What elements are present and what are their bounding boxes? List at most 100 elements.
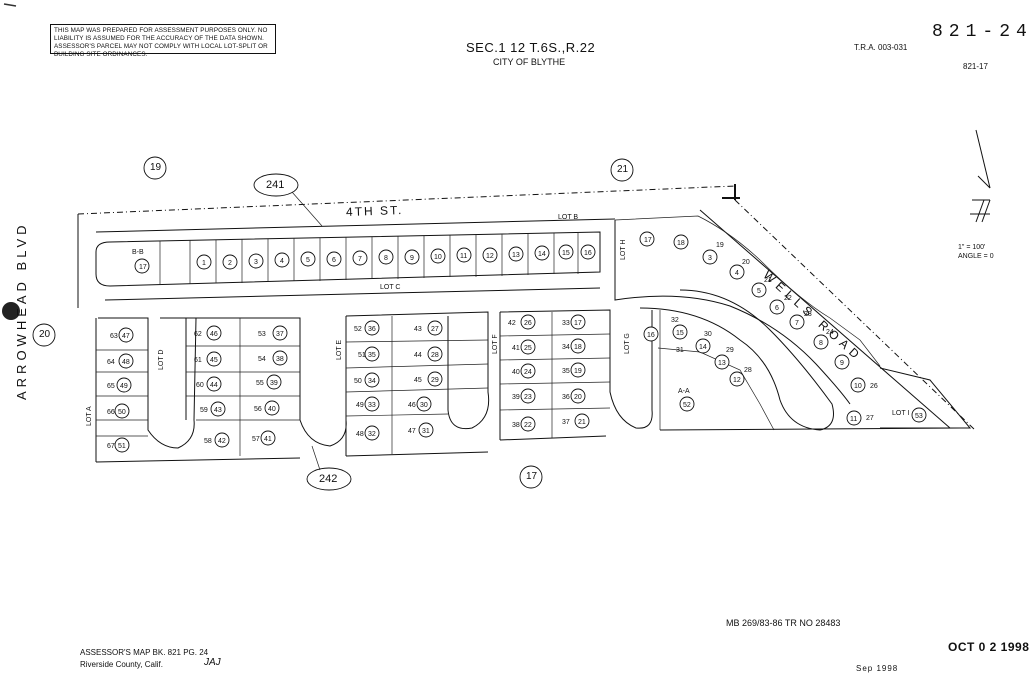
svg-text:17: 17: [139, 264, 147, 271]
map-book-reference: MB 269/83-86 TR NO 28483: [726, 618, 841, 628]
svg-text:51: 51: [358, 352, 366, 359]
north-lots: 17 1 2 3 4 5 6 7 8 9 10 11 12 13 14 15 1…: [134, 244, 596, 274]
svg-text:8: 8: [384, 255, 388, 262]
svg-text:42: 42: [508, 320, 516, 327]
svg-text:21: 21: [764, 277, 772, 284]
fourth-st-centerline: [77, 185, 736, 215]
svg-text:47: 47: [122, 333, 130, 340]
svg-text:29: 29: [431, 377, 439, 384]
svg-text:28: 28: [431, 352, 439, 359]
svg-text:64: 64: [107, 359, 115, 366]
wells-road-centerline: [734, 199, 976, 431]
svg-text:19: 19: [574, 368, 582, 375]
svg-text:67: 67: [107, 443, 115, 450]
label-lot-g: LOT G: [624, 333, 631, 354]
svg-text:23: 23: [804, 311, 812, 318]
date-stamp: OCT 0 2 1998: [948, 640, 1030, 654]
svg-text:40: 40: [268, 406, 276, 413]
svg-text:55: 55: [256, 380, 264, 387]
ref-map-number: 821-17: [963, 62, 988, 71]
svg-text:3: 3: [254, 259, 258, 266]
label-aa: A-A: [678, 388, 690, 395]
svg-text:11: 11: [460, 253, 467, 260]
svg-text:19: 19: [716, 242, 724, 249]
svg-text:12: 12: [486, 253, 494, 260]
svg-text:6: 6: [332, 257, 336, 264]
svg-text:41: 41: [512, 345, 520, 352]
svg-text:46: 46: [210, 331, 218, 338]
svg-text:45: 45: [210, 357, 218, 364]
svg-text:37: 37: [562, 419, 570, 426]
svg-text:41: 41: [264, 436, 272, 443]
svg-text:12: 12: [733, 377, 741, 384]
label-bb: B-B: [132, 249, 144, 256]
svg-text:10: 10: [434, 254, 442, 261]
svg-text:50: 50: [354, 378, 362, 385]
svg-text:26: 26: [524, 320, 532, 327]
svg-text:44: 44: [210, 382, 218, 389]
svg-text:62: 62: [194, 331, 202, 338]
svg-text:53: 53: [915, 413, 923, 420]
svg-text:59: 59: [200, 407, 208, 414]
label-lot-a: LOT A: [86, 406, 93, 426]
revision-date: Sep 1998: [856, 664, 899, 673]
city-name: CITY OF BLYTHE: [493, 57, 566, 67]
svg-text:16: 16: [647, 332, 655, 339]
svg-text:42: 42: [218, 438, 226, 445]
svg-text:4: 4: [735, 270, 739, 277]
north-block-outline: [95, 231, 601, 301]
svg-text:56: 56: [254, 406, 262, 413]
svg-text:27: 27: [866, 415, 874, 422]
ref-page-19: 19: [150, 162, 162, 173]
svg-text:34: 34: [368, 378, 376, 385]
svg-text:5: 5: [757, 288, 761, 295]
svg-text:49: 49: [356, 402, 364, 409]
ref-page-241: 241: [266, 179, 285, 191]
svg-text:20: 20: [742, 259, 750, 266]
svg-text:44: 44: [414, 352, 422, 359]
svg-text:17: 17: [644, 237, 652, 244]
svg-text:34: 34: [562, 344, 570, 351]
svg-text:6: 6: [775, 305, 779, 312]
svg-text:53: 53: [258, 331, 266, 338]
svg-text:63: 63: [110, 333, 118, 340]
svg-text:14: 14: [699, 344, 707, 351]
svg-text:30: 30: [704, 331, 712, 338]
svg-text:29: 29: [726, 347, 734, 354]
svg-text:13: 13: [718, 360, 726, 367]
svg-text:15: 15: [676, 330, 684, 337]
svg-text:22: 22: [524, 422, 532, 429]
svg-text:31: 31: [422, 428, 430, 435]
svg-text:36: 36: [562, 394, 570, 401]
svg-text:43: 43: [214, 407, 222, 414]
svg-text:28: 28: [744, 367, 752, 374]
svg-text:18: 18: [574, 344, 582, 351]
svg-text:25: 25: [524, 345, 532, 352]
svg-text:61: 61: [194, 357, 202, 364]
svg-text:52: 52: [683, 402, 691, 409]
svg-text:27: 27: [431, 326, 439, 333]
svg-text:51: 51: [118, 443, 126, 450]
section-title: SEC.1 12 T.6S.,R.22: [466, 40, 596, 55]
svg-text:32: 32: [671, 317, 679, 324]
label-lot-d: LOT D: [158, 349, 165, 371]
svg-text:35: 35: [562, 368, 570, 375]
svg-text:17: 17: [574, 320, 582, 327]
svg-text:26: 26: [870, 383, 878, 390]
svg-text:33: 33: [368, 402, 376, 409]
svg-text:43: 43: [414, 326, 422, 333]
svg-text:30: 30: [420, 402, 428, 409]
svg-text:66: 66: [107, 409, 115, 416]
ref-page-17: 17: [526, 471, 538, 482]
label-lot-i: LOT I: [892, 410, 910, 417]
svg-text:9: 9: [840, 360, 844, 367]
svg-text:16: 16: [584, 250, 592, 257]
block-lot-h: 17 18 3 4 5 6 7 8 9 10 11 53 19 20 21 22…: [614, 215, 972, 429]
svg-text:4: 4: [280, 258, 284, 265]
svg-text:10: 10: [854, 383, 862, 390]
assessor-map-ref: ASSESSOR'S MAP BK. 821 PG. 24: [80, 648, 209, 657]
svg-text:21: 21: [578, 419, 586, 426]
